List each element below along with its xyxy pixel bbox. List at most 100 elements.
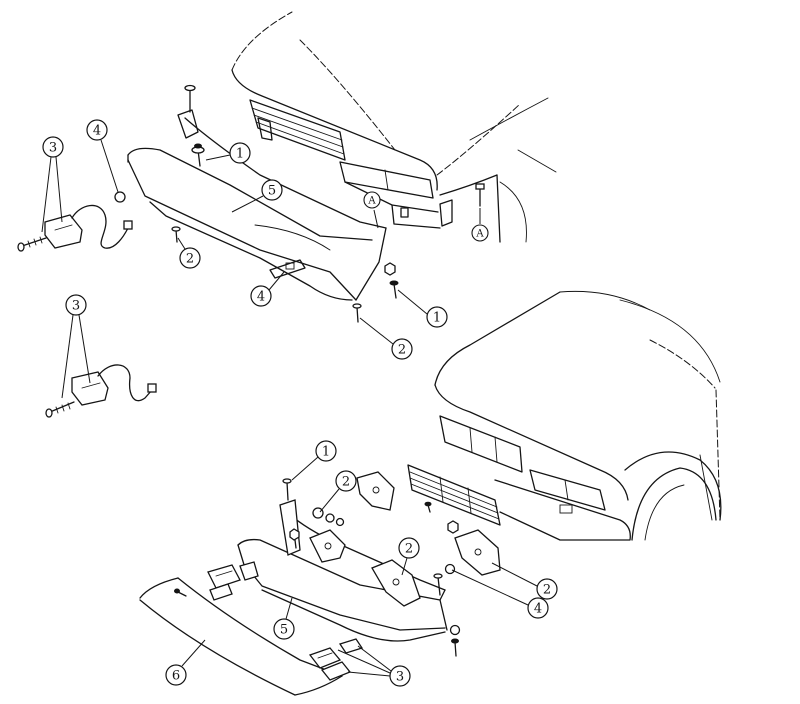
bumper-bottom-edge — [149, 201, 353, 301]
harness-wire — [71, 204, 129, 249]
hood-right-edge — [619, 299, 721, 383]
callout-part-2: 2 — [391, 338, 413, 360]
apron-hole — [400, 207, 409, 218]
spoiler-left-end — [139, 577, 179, 599]
bolt-head — [171, 226, 181, 232]
bumper-light — [559, 504, 573, 514]
right-nut-hex — [447, 520, 459, 534]
grille-bracket — [257, 117, 273, 141]
hood-top-edge — [559, 290, 651, 311]
bracket-hole — [474, 548, 482, 556]
grille-slat — [251, 107, 343, 141]
callout-number: 4 — [257, 290, 265, 305]
callout-number: 1 — [236, 147, 244, 162]
callout-circle — [179, 247, 201, 269]
lower-right-bolt — [451, 638, 459, 657]
washer — [325, 513, 335, 523]
bolt-shank — [175, 229, 178, 243]
leader-line — [401, 557, 408, 576]
callout-part-2: 2 — [536, 578, 558, 600]
reference-mark-a: A — [363, 191, 381, 209]
callout-circle — [398, 537, 420, 559]
lower-left-small-parts — [174, 561, 259, 601]
bolt-head — [475, 183, 485, 190]
callout-number: 2 — [543, 583, 551, 598]
bolt-shank — [286, 481, 289, 501]
plate-bracket — [209, 583, 233, 601]
screw-head — [174, 588, 180, 594]
leader-line — [359, 317, 394, 345]
callout-part-4: 4 — [527, 597, 549, 619]
grille-divider — [439, 476, 472, 514]
right-nut — [384, 262, 396, 276]
side-nut — [114, 191, 126, 203]
screw-head — [424, 501, 432, 507]
hood-crease — [649, 339, 716, 389]
tire-outline — [631, 467, 717, 541]
headlight-outline — [339, 161, 434, 199]
callout-number: 2 — [405, 542, 413, 557]
lower-vehicle-front — [434, 290, 722, 541]
leader-line — [78, 314, 91, 384]
harness-connector — [123, 220, 133, 230]
callout-number: 5 — [268, 184, 276, 199]
lower-plate-clips — [308, 638, 364, 681]
grille-slat — [253, 114, 344, 148]
license-plate-hole — [285, 262, 295, 270]
callout-circle — [426, 306, 448, 328]
bumper-top-edge — [127, 147, 373, 241]
bumper-left-end — [237, 544, 246, 569]
hood-left-edge — [231, 11, 293, 71]
leader-line — [61, 314, 74, 399]
small-screw — [174, 588, 187, 597]
fender-front-line — [439, 174, 498, 196]
upper-bumper-assembly — [114, 84, 399, 323]
harness-bolt-thread — [55, 402, 71, 414]
harness-bracket-slot — [81, 382, 101, 389]
callout-circle — [165, 664, 187, 686]
callout-number: 3 — [396, 670, 404, 685]
underside-bolt — [352, 303, 362, 323]
leader-line — [337, 649, 391, 674]
bolt-head — [433, 573, 443, 579]
harness-connector — [147, 383, 157, 393]
bumper-back-edge — [184, 117, 387, 229]
washer — [335, 517, 345, 527]
callout-number: 4 — [534, 602, 542, 617]
fender-front-line — [699, 454, 713, 521]
reference-circle — [471, 224, 489, 242]
washer — [312, 507, 324, 519]
right-bumper-bolt — [433, 573, 443, 596]
hood-front-edge — [231, 69, 438, 191]
callout-number: 3 — [72, 299, 80, 314]
harness-bolt-head — [45, 408, 53, 418]
spoiler-top-edge — [177, 577, 343, 677]
small-bracket — [309, 529, 346, 563]
bumper-right-end — [439, 599, 448, 631]
callout-circle — [389, 665, 411, 687]
reference-circle — [363, 191, 381, 209]
callout-part-1: 1 — [229, 142, 251, 164]
callout-circle — [335, 470, 357, 492]
exploded-grille — [407, 464, 501, 526]
grille-slat — [255, 121, 345, 155]
bumper-face-edge — [127, 159, 357, 301]
washers — [312, 507, 345, 527]
bumper-right-end — [355, 227, 387, 301]
bracket-bolt-with-washer — [191, 143, 205, 167]
harness-wire — [97, 364, 153, 402]
bolt-head — [194, 143, 202, 149]
callout-number: 1 — [433, 311, 441, 326]
callout-circle — [315, 440, 337, 462]
bolt-head — [451, 638, 459, 644]
callout-circle — [261, 179, 283, 201]
leader-line — [373, 209, 379, 229]
upper-mounting-bracket — [356, 471, 395, 511]
harness-bolt-head — [17, 242, 25, 252]
callout-part-5: 5 — [261, 179, 283, 201]
middle-side-marker-harness — [45, 364, 157, 418]
callout-part-3: 3 — [65, 294, 87, 316]
callout-number: 2 — [398, 343, 406, 358]
bumper-right-end-back — [439, 589, 446, 601]
